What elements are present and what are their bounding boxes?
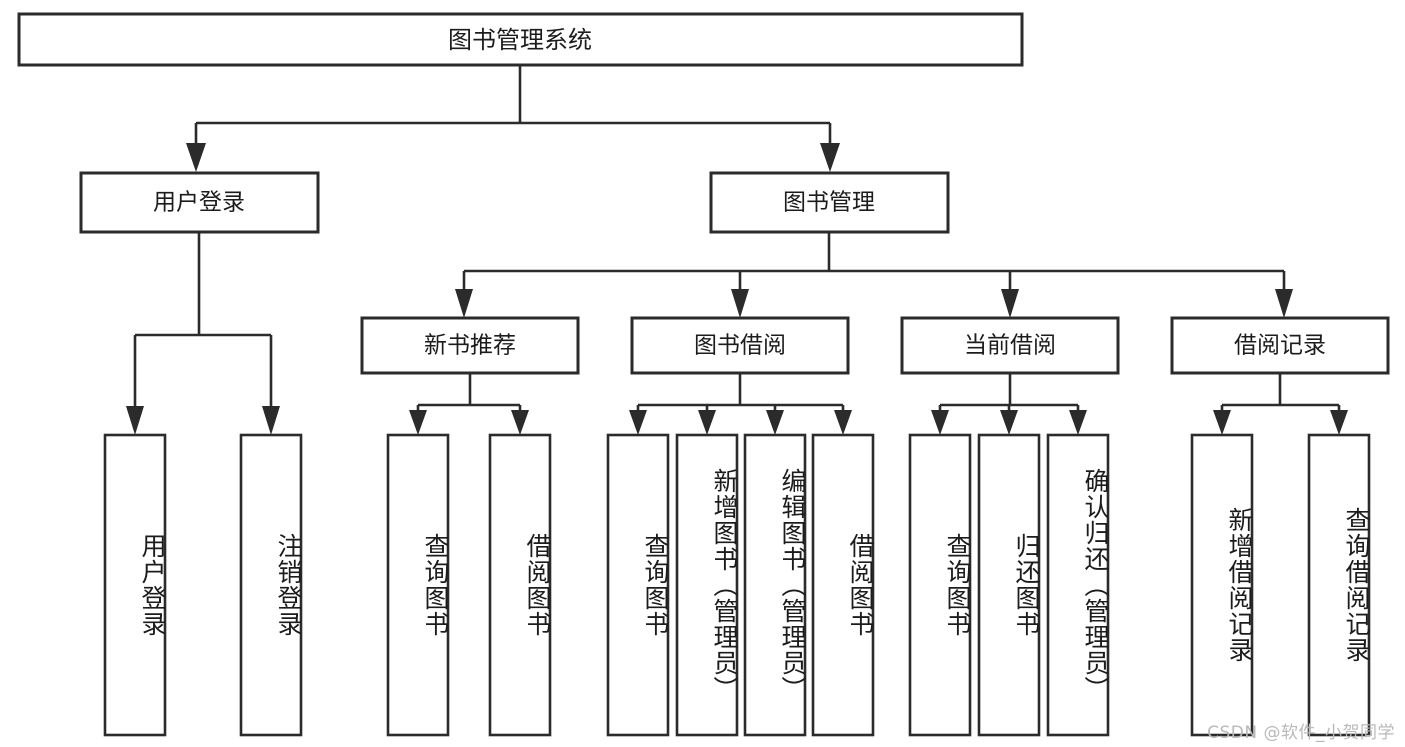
node-level2-2-label: 当前借阅	[964, 333, 1056, 359]
node-level1-1-box[interactable]	[709, 171, 950, 234]
node-leaf-3-box[interactable]	[488, 433, 552, 737]
node-level2-3-label: 借阅记录	[1234, 333, 1326, 359]
connector-level2-0-to-leaves	[409, 373, 529, 435]
node-level2-0-label: 新书推荐	[424, 333, 516, 359]
arrow-head-leaf-4	[629, 410, 647, 435]
node-leaf-12-box[interactable]	[1307, 433, 1371, 737]
node-root[interactable]: 图书管理系统	[17, 12, 1024, 67]
arrow-head-level2-1	[731, 289, 749, 318]
connector-level1-1-to-level2	[455, 232, 1293, 318]
arrow-head-leaf-0	[126, 406, 144, 435]
node-level1-0[interactable]: 用户登录	[79, 171, 320, 234]
node-leaf-7-box[interactable]	[811, 433, 875, 737]
connector-level2-3-to-leaves	[1213, 373, 1348, 435]
arrow-head-level2-3	[1275, 289, 1293, 318]
node-level2-3-box[interactable]	[1170, 316, 1390, 375]
node-leaf-4-box[interactable]	[606, 433, 670, 737]
node-root-box[interactable]	[17, 12, 1024, 67]
arrow-head-leaf-7	[834, 410, 852, 435]
node-leaf-5-box[interactable]	[675, 433, 739, 737]
node-leaf-2-box[interactable]	[386, 433, 450, 737]
node-leaf-8-box[interactable]	[908, 433, 972, 737]
arrow-head-level2-2	[1001, 289, 1019, 318]
node-leaf-11-box[interactable]	[1190, 433, 1254, 737]
node-leaf-6-box[interactable]	[743, 433, 807, 737]
node-leaf-9-box[interactable]	[977, 433, 1041, 737]
node-level2-0[interactable]: 新书推荐	[360, 316, 580, 375]
node-level2-1-label: 图书借阅	[694, 333, 786, 359]
arrow-head-level2-0	[455, 289, 473, 318]
connector-level2-2-to-leaves	[931, 373, 1087, 435]
arrow-head-leaf-9	[1000, 410, 1018, 435]
arrow-head-leaf-5	[698, 410, 716, 435]
connector-level1-0-to-leaves	[126, 232, 280, 435]
node-level2-1[interactable]: 图书借阅	[630, 316, 850, 375]
node-level1-1-label: 图书管理	[783, 190, 875, 216]
node-level2-0-box[interactable]	[360, 316, 580, 375]
arrow-head-level1-1	[820, 143, 840, 172]
arrow-head-leaf-2	[409, 410, 427, 435]
node-level2-2[interactable]: 当前借阅	[900, 316, 1120, 375]
connector-level2-1-to-leaves	[629, 373, 852, 435]
arrow-head-leaf-6	[766, 410, 784, 435]
csdn-watermark: CSDN @软件_小贺同学	[1207, 723, 1395, 743]
node-leaf-1-box[interactable]	[239, 433, 303, 737]
node-level1-0-label: 用户登录	[153, 190, 245, 216]
node-leaf-0-box[interactable]	[103, 433, 167, 737]
node-leaf-10-box[interactable]	[1046, 433, 1110, 737]
node-root-label: 图书管理系统	[448, 26, 592, 54]
node-level2-1-box[interactable]	[630, 316, 850, 375]
connector-root-to-level1	[186, 65, 840, 172]
arrow-head-leaf-8	[931, 410, 949, 435]
arrow-head-leaf-11	[1213, 410, 1231, 435]
leaf-boxes	[103, 433, 1371, 737]
arrow-head-leaf-12	[1330, 410, 1348, 435]
node-level2-3[interactable]: 借阅记录	[1170, 316, 1390, 375]
node-level2-2-box[interactable]	[900, 316, 1120, 375]
arrow-head-leaf-10	[1069, 410, 1087, 435]
arrow-head-leaf-1	[262, 406, 280, 435]
arrow-head-level1-0	[186, 143, 206, 172]
node-level1-1[interactable]: 图书管理	[709, 171, 950, 234]
arrow-head-leaf-3	[511, 410, 529, 435]
